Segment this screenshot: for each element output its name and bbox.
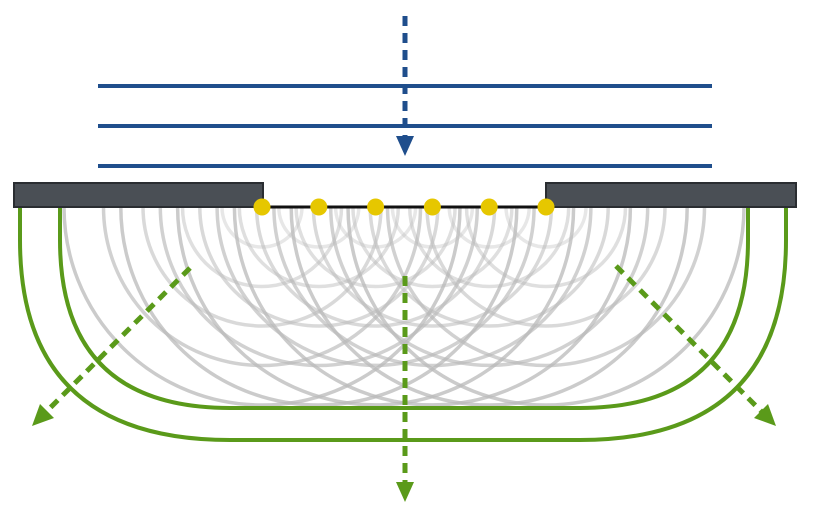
diffracted-direction-arrows	[32, 264, 776, 502]
wavelet-arc	[175, 206, 576, 407]
wavelet-arc	[119, 206, 519, 407]
diffraction-arrow-left	[32, 266, 192, 426]
wavelet-arc	[311, 206, 554, 328]
wavelet-arc	[232, 206, 633, 407]
diffraction-arrow-right	[614, 264, 776, 426]
wavelet-arc	[198, 206, 440, 328]
wavelet-arc	[425, 206, 667, 328]
wavelet-arc	[368, 206, 610, 328]
point-sources	[253, 198, 555, 216]
diffracted-wavefront-outer	[18, 207, 788, 442]
barrier-left	[13, 182, 264, 208]
point-source	[537, 198, 555, 216]
wavelet-arc	[464, 206, 628, 289]
wavelet-arc	[407, 206, 571, 289]
wavelet-arc	[272, 206, 593, 368]
wavelet-arc	[447, 206, 531, 249]
slit-barrier	[13, 182, 797, 209]
wavelet-arc	[254, 206, 497, 328]
wavelet-arc	[62, 206, 462, 407]
point-source	[367, 198, 385, 216]
point-source	[480, 198, 498, 216]
wavelet-arc	[504, 206, 588, 249]
diffracted-wavefronts	[18, 207, 788, 442]
huygens-wavelets	[62, 206, 746, 407]
wavelet-arc	[215, 206, 536, 368]
wavelet-arc	[351, 206, 514, 289]
wavelet-arc	[158, 206, 480, 368]
wavelet-arc	[294, 206, 457, 289]
point-source	[310, 198, 328, 216]
diffracted-wavefront-inner	[58, 207, 750, 410]
barrier-right	[545, 182, 797, 208]
point-source	[423, 198, 441, 216]
diffraction-arrow-center	[396, 276, 414, 502]
point-source	[253, 198, 271, 216]
incident-direction-arrow	[396, 16, 414, 156]
wavelet-arc	[346, 206, 746, 407]
wavelet-arc	[141, 206, 383, 328]
wavelet-arc	[289, 206, 689, 407]
